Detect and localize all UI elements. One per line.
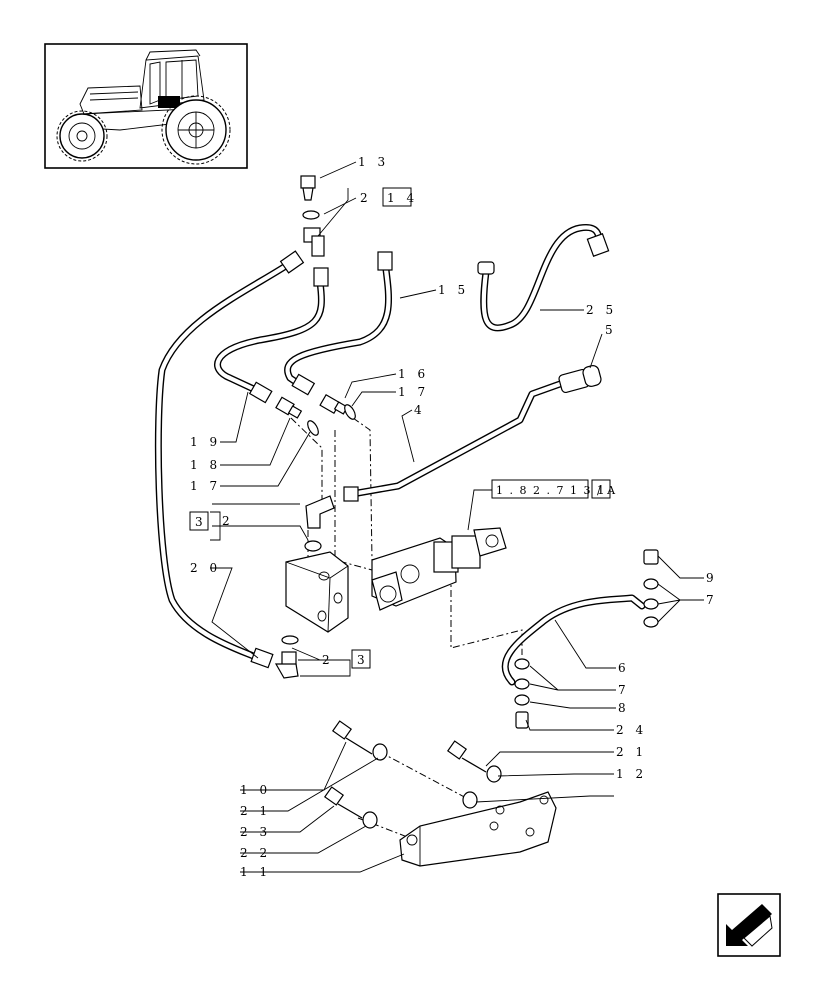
label-ref-3-left: 3 bbox=[195, 515, 207, 529]
label-22: 2 2 bbox=[240, 846, 271, 860]
coupler-5 bbox=[558, 365, 602, 394]
pipe-4 bbox=[343, 380, 564, 502]
spacer-12 bbox=[462, 791, 478, 809]
ref-box-3-bottom[interactable] bbox=[351, 649, 371, 669]
washer-21-right bbox=[486, 765, 502, 783]
fitting-9 bbox=[643, 549, 659, 628]
label-17-left: 1 7 bbox=[190, 479, 221, 493]
manifold-block bbox=[285, 551, 349, 633]
fitting-14 bbox=[303, 227, 325, 257]
label-24: 2 4 bbox=[616, 723, 647, 737]
washer-2-top bbox=[302, 210, 320, 220]
label-ref-1: 1 bbox=[597, 483, 609, 497]
label-8: 8 bbox=[618, 701, 630, 715]
elbow-fitting-3 bbox=[304, 495, 335, 552]
pipe-6 bbox=[501, 594, 646, 686]
label-6: 6 bbox=[618, 661, 630, 675]
label-19: 1 9 bbox=[190, 435, 221, 449]
bolt-24 bbox=[446, 740, 487, 773]
fitting-bottom bbox=[274, 635, 299, 679]
pipe-15 bbox=[284, 251, 393, 396]
o-ring-17-right bbox=[344, 404, 356, 420]
label-21-left: 2 1 bbox=[240, 804, 271, 818]
label-2-mid: 2 bbox=[222, 514, 234, 528]
label-16: 1 6 bbox=[398, 367, 429, 381]
leader-lines bbox=[210, 161, 704, 873]
fitting-8 bbox=[514, 658, 530, 729]
label-9: 9 bbox=[706, 571, 718, 585]
next-page-arrow-icon[interactable] bbox=[717, 893, 781, 957]
label-12: 1 2 bbox=[616, 767, 647, 781]
label-10: 1 0 bbox=[240, 783, 271, 797]
label-2-bottom: 2 bbox=[322, 653, 334, 667]
label-4: 4 bbox=[414, 403, 426, 417]
label-23: 2 3 bbox=[240, 825, 271, 839]
label-21-right: 2 1 bbox=[616, 745, 647, 759]
ref-box-1[interactable] bbox=[591, 479, 611, 499]
bolt-23 bbox=[323, 786, 363, 819]
fitting-13 bbox=[300, 175, 316, 201]
label-ref-3-bottom: 3 bbox=[357, 653, 369, 667]
ref-box-3-left[interactable] bbox=[189, 511, 209, 531]
label-18: 1 8 bbox=[190, 458, 221, 472]
pipe-25 bbox=[477, 223, 610, 332]
valve-1 bbox=[371, 527, 507, 611]
pipe-19 bbox=[214, 267, 329, 404]
washer-21-left bbox=[372, 743, 388, 761]
washer-22 bbox=[362, 811, 378, 829]
label-13: 1 3 bbox=[358, 155, 389, 169]
ref-box-1-82-713[interactable] bbox=[491, 479, 589, 499]
fitting-16 bbox=[319, 393, 349, 415]
label-ref-1-82-713: 1 . 8 2 . 7 1 3 / A bbox=[496, 484, 617, 497]
tractor-thumbnail-icon[interactable] bbox=[44, 43, 248, 169]
callout-labels: 1 3 2 1 4 1 5 2 5 5 1 6 1 7 4 1 9 1 8 1 … bbox=[190, 155, 718, 879]
pipe-20 bbox=[154, 250, 305, 669]
bracket-11 bbox=[399, 791, 557, 867]
label-5: 5 bbox=[605, 323, 617, 337]
label-14: 1 4 bbox=[387, 191, 418, 205]
ref-box-14[interactable] bbox=[382, 187, 412, 207]
label-20: 2 0 bbox=[190, 561, 221, 575]
label-17-right: 1 7 bbox=[398, 385, 429, 399]
label-11: 1 1 bbox=[240, 865, 271, 879]
label-25: 2 5 bbox=[586, 303, 617, 317]
o-ring-17-left bbox=[307, 420, 319, 436]
label-7-lower: 7 bbox=[618, 683, 630, 697]
bolt-10 bbox=[331, 720, 373, 755]
label-7-right: 7 bbox=[706, 593, 718, 607]
label-15: 1 5 bbox=[438, 283, 469, 297]
fitting-18 bbox=[275, 396, 303, 419]
label-2-top: 2 bbox=[360, 191, 372, 205]
